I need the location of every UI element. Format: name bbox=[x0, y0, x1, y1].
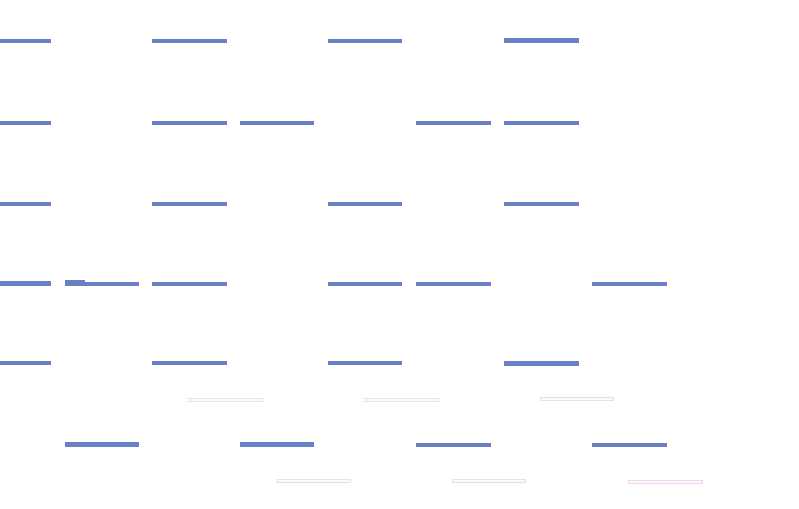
bar-r1-c5[interactable] bbox=[328, 39, 402, 43]
bar-r6-c4[interactable] bbox=[240, 442, 314, 447]
bar-r3-c5[interactable] bbox=[328, 202, 402, 206]
bar-r5-c7[interactable] bbox=[504, 361, 579, 366]
bar-r2-c3[interactable] bbox=[152, 121, 227, 125]
bar-r4-c2-tab bbox=[65, 280, 85, 282]
bar-r1-c7[interactable] bbox=[504, 38, 579, 43]
placeholder-slot-f[interactable] bbox=[628, 480, 703, 484]
bar-r4-c2[interactable] bbox=[65, 282, 139, 286]
bar-r3-c3[interactable] bbox=[152, 202, 227, 206]
bar-r4-c8[interactable] bbox=[592, 282, 667, 286]
bar-r4-c1[interactable] bbox=[0, 281, 51, 286]
bar-r2-c6[interactable] bbox=[416, 121, 491, 125]
bar-r3-c1[interactable] bbox=[0, 202, 51, 206]
bar-r2-c7[interactable] bbox=[504, 121, 579, 125]
bar-r2-c4[interactable] bbox=[240, 121, 314, 125]
bar-r5-c5[interactable] bbox=[328, 361, 402, 365]
bar-r6-c6[interactable] bbox=[416, 443, 491, 447]
bar-r6-c8[interactable] bbox=[592, 443, 667, 447]
bar-r5-c3[interactable] bbox=[152, 361, 227, 365]
bar-r5-c1[interactable] bbox=[0, 361, 51, 365]
bar-r1-c3[interactable] bbox=[152, 39, 227, 43]
bar-r4-c6[interactable] bbox=[416, 282, 491, 286]
bar-r3-c7[interactable] bbox=[504, 202, 579, 206]
bar-r1-c1[interactable] bbox=[0, 39, 51, 43]
placeholder-slot-b[interactable] bbox=[364, 398, 439, 402]
bar-r4-c3[interactable] bbox=[152, 282, 227, 286]
placeholder-slot-e[interactable] bbox=[452, 479, 526, 483]
bar-r2-c1[interactable] bbox=[0, 121, 51, 125]
bar-r4-c5[interactable] bbox=[328, 282, 402, 286]
bar-r6-c2[interactable] bbox=[65, 442, 139, 447]
placeholder-slot-a[interactable] bbox=[188, 398, 263, 402]
placeholder-slot-d[interactable] bbox=[277, 479, 351, 483]
placeholder-slot-c[interactable] bbox=[540, 397, 614, 401]
